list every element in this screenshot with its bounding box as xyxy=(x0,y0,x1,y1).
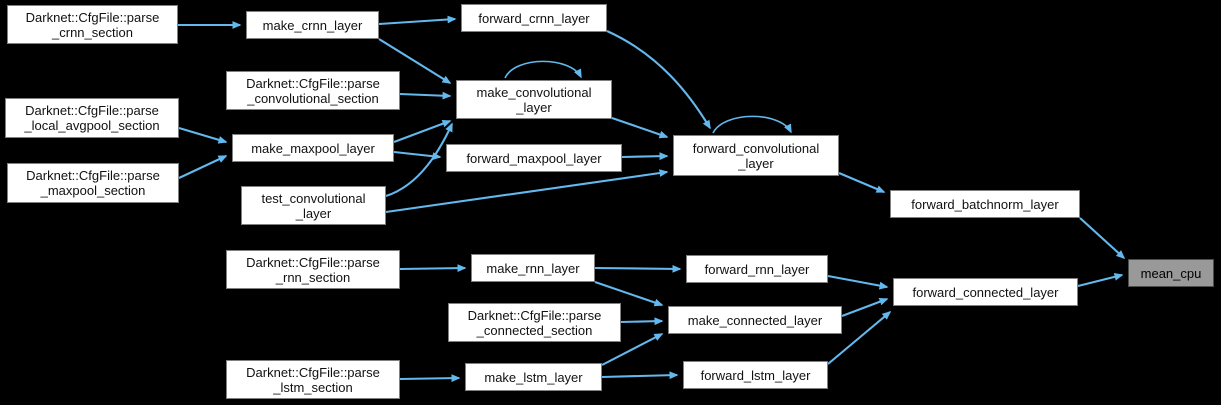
edge-forward_connected_layer-to-mean_cpu xyxy=(1077,273,1124,288)
node-label-make_maxpool_layer: make_maxpool_layer xyxy=(251,140,375,156)
node-make_rnn_layer[interactable]: make_rnn_layer xyxy=(471,254,595,282)
node-label-forward_lstm_layer: forward_lstm_layer xyxy=(700,367,811,383)
edge-make_convolutional_layer-to-make_convolutional_layer xyxy=(504,60,582,79)
edge-test_convolutional_layer-to-forward_convolutional_layer xyxy=(385,169,669,214)
node-label-parse_rnn_section: Darknet::CfgFile::parse _rnn_section xyxy=(246,254,380,285)
node-forward_convolutional_layer[interactable]: forward_convolutional _layer xyxy=(673,135,839,176)
node-forward_maxpool_layer[interactable]: forward_maxpool_layer xyxy=(446,144,622,172)
node-make_connected_layer[interactable]: make_connected_layer xyxy=(668,306,842,334)
edge-make_rnn_layer-to-forward_rnn_layer xyxy=(594,265,682,273)
node-make_convolutional_layer[interactable]: make_convolutional _layer xyxy=(456,80,612,119)
edge-forward_convolutional_layer-to-forward_batchnorm_layer xyxy=(838,172,886,193)
node-parse_local_avgpool_section[interactable]: Darknet::CfgFile::parse _local_avgpool_s… xyxy=(5,98,179,138)
node-label-mean_cpu: mean_cpu xyxy=(1140,265,1202,281)
node-label-make_rnn_layer: make_rnn_layer xyxy=(486,260,580,276)
edge-forward_crnn_layer-to-forward_convolutional_layer xyxy=(606,30,711,130)
edge-make_lstm_layer-to-forward_lstm_layer xyxy=(601,371,679,380)
node-label-parse_crnn_section: Darknet::CfgFile::parse _crnn_section xyxy=(25,9,160,40)
edge-parse_maxpool_section-to-make_maxpool_layer xyxy=(178,155,228,179)
node-label-forward_convolutional_layer: forward_convolutional _layer xyxy=(692,140,820,171)
node-label-forward_maxpool_layer: forward_maxpool_layer xyxy=(466,150,602,166)
edge-forward_lstm_layer-to-forward_connected_layer xyxy=(827,311,892,365)
node-label-parse_maxpool_section: Darknet::CfgFile::parse _maxpool_section xyxy=(26,168,160,198)
edge-forward_maxpool_layer-to-forward_convolutional_layer xyxy=(621,152,669,161)
node-label-make_convolutional_layer: make_convolutional _layer xyxy=(476,84,592,115)
edge-parse_local_avgpool_section-to-make_maxpool_layer xyxy=(178,126,228,144)
edge-make_maxpool_layer-to-forward_maxpool_layer xyxy=(393,150,442,161)
node-test_convolutional_layer[interactable]: test_convolutional _layer xyxy=(241,186,386,225)
edge-parse_lstm_section-to-make_lstm_layer xyxy=(399,374,461,383)
node-label-parse_connected_section: Darknet::CfgFile::parse _connected_secti… xyxy=(467,307,602,338)
node-label-parse_lstm_section: Darknet::CfgFile::parse _lstm_section xyxy=(246,364,380,395)
node-make_crnn_layer[interactable]: make_crnn_layer xyxy=(246,11,379,39)
node-mean_cpu[interactable]: mean_cpu xyxy=(1128,259,1214,287)
node-parse_connected_section[interactable]: Darknet::CfgFile::parse _connected_secti… xyxy=(448,303,621,342)
node-make_maxpool_layer[interactable]: make_maxpool_layer xyxy=(232,134,394,162)
node-label-forward_rnn_layer: forward_rnn_layer xyxy=(704,261,810,277)
node-parse_maxpool_section[interactable]: Darknet::CfgFile::parse _maxpool_section xyxy=(7,163,179,203)
node-forward_rnn_layer[interactable]: forward_rnn_layer xyxy=(686,255,828,283)
node-label-forward_crnn_layer: forward_crnn_layer xyxy=(478,10,590,26)
node-forward_crnn_layer[interactable]: forward_crnn_layer xyxy=(461,4,607,32)
node-forward_connected_layer[interactable]: forward_connected_layer xyxy=(893,278,1078,306)
node-label-parse_local_avgpool_section: Darknet::CfgFile::parse _local_avgpool_s… xyxy=(24,103,160,133)
node-label-make_connected_layer: make_connected_layer xyxy=(687,312,823,328)
edge-make_convolutional_layer-to-forward_convolutional_layer xyxy=(611,117,669,139)
edge-test_convolutional_layer-to-make_convolutional_layer xyxy=(385,122,453,197)
node-parse_convolutional_section[interactable]: Darknet::CfgFile::parse _convolutional_s… xyxy=(226,71,400,110)
node-label-forward_batchnorm_layer: forward_batchnorm_layer xyxy=(911,196,1059,212)
node-forward_lstm_layer[interactable]: forward_lstm_layer xyxy=(683,361,828,389)
node-label-forward_connected_layer: forward_connected_layer xyxy=(912,284,1059,300)
edge-parse_connected_section-to-make_connected_layer xyxy=(620,317,664,326)
edge-forward_rnn_layer-to-forward_connected_layer xyxy=(827,274,889,290)
edge-make_maxpool_layer-to-make_convolutional_layer xyxy=(393,119,452,143)
node-parse_crnn_section[interactable]: Darknet::CfgFile::parse _crnn_section xyxy=(7,5,178,44)
node-parse_rnn_section[interactable]: Darknet::CfgFile::parse _rnn_section xyxy=(226,250,400,289)
edge-parse_convolutional_section-to-make_convolutional_layer xyxy=(399,91,452,100)
node-label-make_crnn_layer: make_crnn_layer xyxy=(262,17,363,33)
edge-parse_rnn_section-to-make_rnn_layer xyxy=(399,264,467,273)
edge-forward_batchnorm_layer-to-mean_cpu xyxy=(1079,217,1126,260)
node-label-make_lstm_layer: make_lstm_layer xyxy=(484,369,583,385)
node-label-test_convolutional_layer: test_convolutional _layer xyxy=(261,190,366,221)
edge-make_crnn_layer-to-forward_crnn_layer xyxy=(378,15,457,26)
edge-make_lstm_layer-to-make_connected_layer xyxy=(601,333,664,366)
node-parse_lstm_section[interactable]: Darknet::CfgFile::parse _lstm_section xyxy=(226,360,400,399)
edge-make_crnn_layer-to-make_convolutional_layer xyxy=(378,38,452,84)
node-make_lstm_layer[interactable]: make_lstm_layer xyxy=(465,363,602,391)
node-label-parse_convolutional_section: Darknet::CfgFile::parse _convolutional_s… xyxy=(246,75,380,106)
edge-make_rnn_layer-to-make_connected_layer xyxy=(594,281,664,307)
node-forward_batchnorm_layer[interactable]: forward_batchnorm_layer xyxy=(890,190,1080,218)
edge-forward_convolutional_layer-to-forward_convolutional_layer xyxy=(712,115,792,134)
edge-make_connected_layer-to-forward_connected_layer xyxy=(841,298,889,317)
